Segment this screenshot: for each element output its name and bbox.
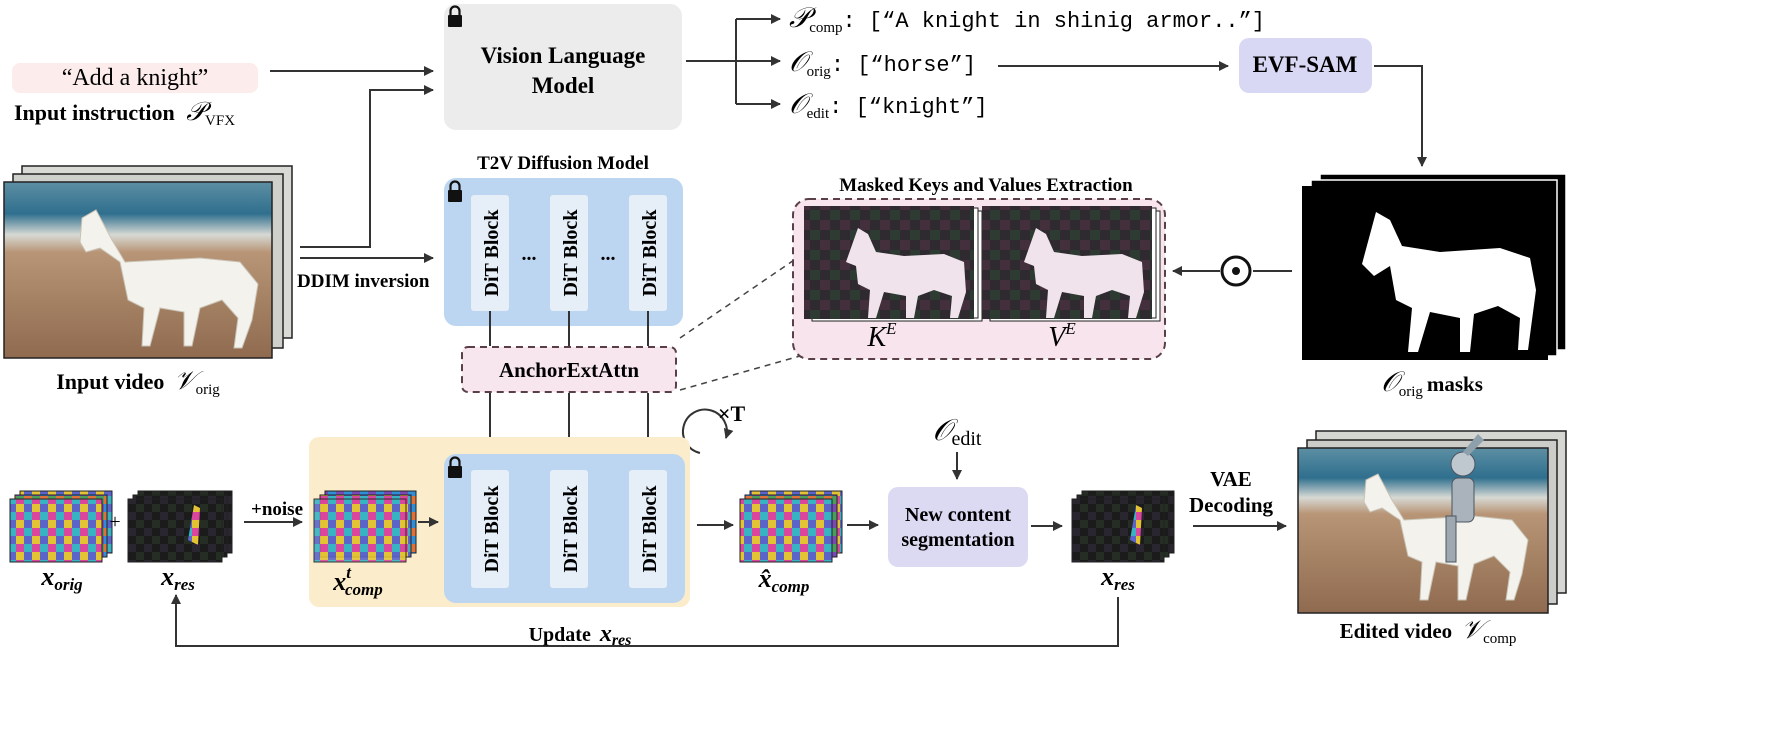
dit-block-top-3 — [629, 195, 667, 311]
x-res-out-latent — [1071, 490, 1175, 563]
dit-block-top-1 — [471, 195, 509, 311]
anchor-ext-attn-label: AnchorExtAttn — [499, 358, 639, 382]
dit-block-bottom-1 — [471, 470, 509, 588]
ellipsis-2: ... — [601, 243, 616, 265]
ellipsis-1: ... — [522, 243, 537, 265]
k-e-label: KE — [866, 319, 897, 353]
vlm-line2: Model — [532, 73, 595, 98]
v-horse — [1024, 228, 1144, 318]
dit-block-bottom-2-label: DiT Block — [560, 485, 582, 573]
lock-icon — [448, 456, 462, 478]
v-e-label: VE — [1048, 319, 1076, 353]
dit-block-bottom-1-label: DiT Block — [481, 485, 503, 573]
x-comp-t-latent — [313, 490, 417, 563]
ddim-inversion-label: DDIM inversion — [297, 271, 430, 292]
input-video-stack — [3, 165, 293, 359]
p-comp-line: 𝒫comp: [“A knight in shinig armor..”] — [789, 3, 1265, 36]
lock-icon — [448, 5, 462, 27]
x-res-label: xres — [160, 562, 195, 594]
x-res-out-label: xres — [1100, 562, 1135, 594]
horse-figure — [79, 209, 259, 349]
times-t-label: ×T — [718, 401, 746, 426]
x-orig-latent — [9, 490, 113, 563]
knight-figure — [1445, 434, 1484, 563]
o-edit-line: 𝒪edit: [“knight”] — [789, 89, 988, 122]
vlm-line1: Vision Language — [481, 43, 646, 68]
edited-video-label: Edited video 𝒱comp — [1340, 615, 1517, 647]
dit-block-top-2 — [550, 195, 588, 311]
evf-sam-box — [1239, 38, 1372, 93]
input-video-label: Input video 𝒱orig — [56, 366, 220, 398]
update-label: Update xres — [529, 621, 632, 649]
lock-icon — [448, 180, 462, 202]
arrow-evf-to-masks — [1374, 65, 1427, 167]
x-hat-comp-label: x̂comp — [758, 564, 810, 596]
vae-line1: VAE — [1210, 467, 1252, 491]
vae-line2: Decoding — [1189, 493, 1274, 517]
x-hat-comp-latent — [739, 490, 843, 563]
dit-block-top-1-label: DiT Block — [481, 209, 503, 297]
k-stack — [804, 206, 983, 322]
dit-block-bottom-3-label: DiT Block — [639, 485, 661, 573]
dit-block-bottom-2 — [550, 470, 588, 588]
o-orig-line: 𝒪orig: [“horse”] — [789, 47, 976, 80]
noise-label: +noise — [251, 499, 303, 520]
seg-o-edit-label: 𝒪edit — [933, 414, 982, 450]
v-stack — [982, 206, 1161, 322]
dit-block-top-3-label: DiT Block — [639, 209, 661, 297]
dit-block-bottom-3 — [629, 470, 667, 588]
evf-sam-label: EVF-SAM — [1253, 52, 1358, 77]
arrow-video-to-vlm — [300, 85, 434, 248]
seg-line1: New content — [905, 504, 1011, 526]
instruction-label: Input instruction 𝒫VFX — [14, 97, 235, 129]
instruction-quote-box — [12, 63, 258, 93]
seg-line2: segmentation — [901, 529, 1014, 551]
anchor-ext-attn-box — [461, 346, 677, 393]
mask-stack — [1302, 173, 1567, 360]
instruction-quote: “Add a knight” — [62, 65, 209, 91]
x-res-latent — [127, 490, 233, 563]
mkv-title: Masked Keys and Values Extraction — [839, 175, 1133, 196]
k-horse — [846, 228, 966, 318]
plus-sign: + — [109, 511, 120, 533]
t2v-title: T2V Diffusion Model — [477, 153, 649, 174]
arrow-update-x-res — [171, 594, 1119, 647]
seg-box — [888, 487, 1028, 567]
horse-mask-shape — [1362, 212, 1536, 352]
edited-video-stack — [1297, 430, 1567, 614]
vlm-box — [444, 4, 682, 130]
x-orig-label: xorig — [40, 562, 83, 594]
dit-block-top-2-label: DiT Block — [560, 209, 582, 297]
